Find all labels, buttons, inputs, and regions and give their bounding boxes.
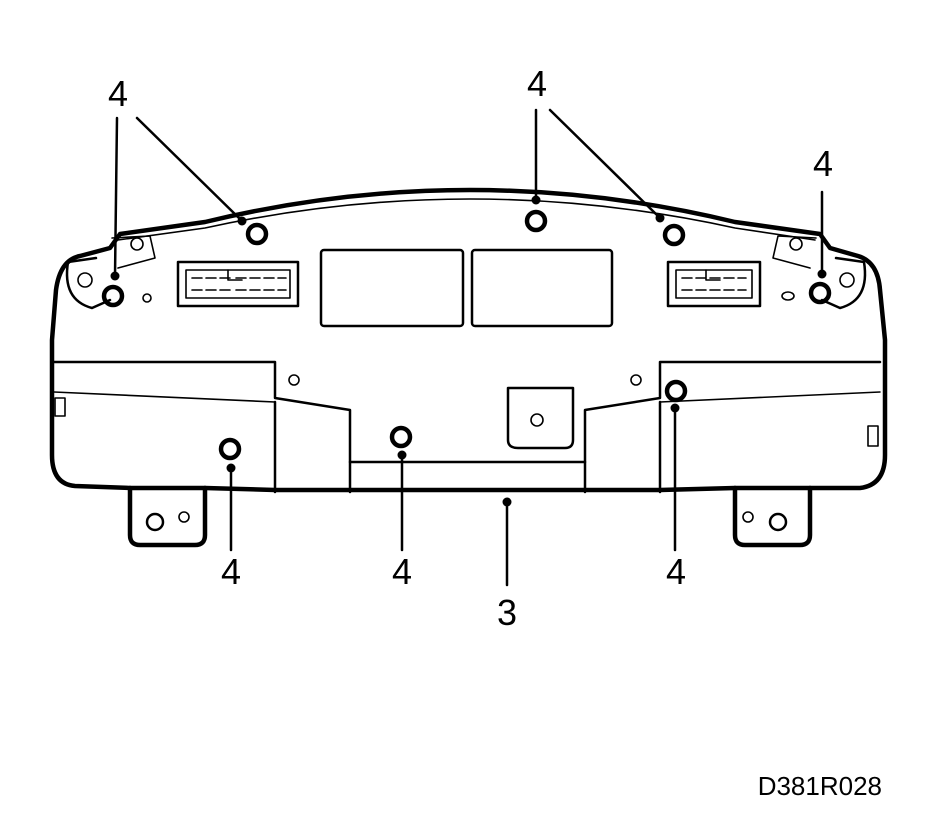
cluster-housing xyxy=(49,187,888,548)
callout-screw-bottom-left: 4 xyxy=(221,551,241,592)
screw-upper-right xyxy=(662,223,686,247)
screws xyxy=(101,209,832,461)
screw-upper-far-left xyxy=(101,284,125,308)
screw-lower-right xyxy=(664,379,688,403)
callout-screw-top-right: 4 xyxy=(813,143,833,184)
leader-lines xyxy=(110,108,827,587)
left-connector xyxy=(176,260,300,308)
housing-belt-line-lower xyxy=(53,391,881,403)
center-tab-hole xyxy=(530,413,544,427)
left-corner-bracket xyxy=(111,235,156,269)
right-side-clip xyxy=(867,425,879,447)
central-lower-block xyxy=(273,400,662,494)
right-connector xyxy=(666,260,762,308)
small-hole-center-right xyxy=(630,374,642,386)
left-corner-boss xyxy=(130,237,144,251)
callout-screw-bottom-right: 4 xyxy=(666,551,686,592)
small-slot-right xyxy=(781,291,795,301)
right-corner-boss xyxy=(789,237,803,251)
left-display-window xyxy=(319,248,465,328)
small-hole-left xyxy=(142,293,152,303)
callout-screw-top-center: 4 xyxy=(527,63,547,104)
figure-id: D381R028 xyxy=(758,771,882,801)
screw-lower-left xyxy=(218,437,242,461)
right-bracket-hole-small xyxy=(742,511,754,523)
screw-upper-far-right xyxy=(808,281,832,305)
right-corner-bracket xyxy=(772,235,817,269)
small-hole-center-left xyxy=(288,374,300,386)
right-mounting-bracket xyxy=(732,485,813,548)
right-ear xyxy=(820,256,867,310)
housing-outer-outline xyxy=(49,187,888,493)
right-display-window xyxy=(470,248,614,328)
housing-belt-line xyxy=(52,360,882,464)
left-mounting-bracket xyxy=(127,485,208,548)
housing-upper-rim xyxy=(117,198,816,241)
callout-housing: 3 xyxy=(497,592,517,633)
left-bracket-hole-large xyxy=(145,512,165,532)
left-ear xyxy=(65,256,112,310)
left-bracket-hole-small xyxy=(178,511,190,523)
right-bracket-hole-large xyxy=(768,512,788,532)
screw-upper-center xyxy=(524,209,548,233)
right-locating-hole xyxy=(839,272,855,288)
center-tab xyxy=(506,386,575,450)
screw-lower-center xyxy=(389,425,413,449)
callout-screw-bottom-center: 4 xyxy=(392,551,412,592)
left-locating-hole xyxy=(77,272,93,288)
callout-screw-top-left: 4 xyxy=(108,73,128,114)
left-side-clip xyxy=(54,397,66,417)
screw-upper-left xyxy=(245,222,269,246)
